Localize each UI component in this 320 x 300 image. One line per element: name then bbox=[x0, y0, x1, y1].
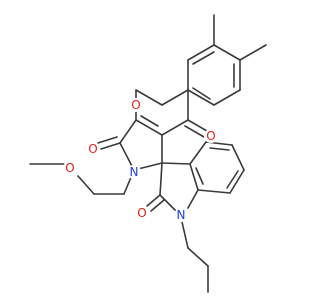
bond bbox=[192, 51, 215, 65]
bond bbox=[161, 89, 189, 106]
carbonyl-bond bbox=[97, 136, 118, 144]
lactam-oxygen-left-label: O bbox=[88, 142, 97, 156]
carbonyl-bond bbox=[100, 142, 121, 150]
bond bbox=[159, 194, 177, 212]
bond bbox=[195, 167, 204, 185]
atom-labels: O O O N O O N bbox=[63, 98, 218, 222]
molecule-canvas: O O O N O O N bbox=[29, 14, 267, 293]
bond bbox=[197, 189, 231, 194]
pyrrole-nitrogen: N bbox=[127, 165, 141, 179]
bond bbox=[213, 44, 241, 61]
indolinone-oxygen: O bbox=[135, 206, 149, 220]
bond bbox=[159, 162, 163, 196]
bond bbox=[209, 147, 230, 151]
pyrrole-nitrogen-label: N bbox=[130, 165, 139, 179]
bond bbox=[189, 163, 199, 191]
bond bbox=[135, 89, 163, 106]
methyl-bond bbox=[239, 44, 267, 61]
chain-bond bbox=[181, 221, 189, 249]
chain-bond bbox=[77, 175, 95, 195]
bond bbox=[140, 115, 159, 127]
bond bbox=[119, 119, 137, 144]
bond bbox=[229, 169, 245, 194]
ketone-oxygen-label: O bbox=[206, 129, 215, 143]
bond bbox=[213, 89, 241, 106]
bond bbox=[187, 44, 215, 61]
bond bbox=[135, 119, 163, 136]
indolinone-oxygen-label: O bbox=[137, 206, 146, 220]
ketone-oxygen: O bbox=[204, 129, 218, 143]
lactam-oxygen-left: O bbox=[86, 142, 100, 156]
indole-nitrogen: N bbox=[174, 208, 188, 222]
carbonyl-bond bbox=[146, 194, 161, 207]
ring-oxygen-label: O bbox=[131, 98, 140, 112]
bond bbox=[187, 89, 215, 106]
methoxy-oxygen-label: O bbox=[65, 161, 74, 175]
carbonyl-bond bbox=[184, 125, 205, 138]
methoxy-oxygen: O bbox=[63, 161, 77, 175]
bond bbox=[192, 87, 211, 100]
carbonyl-bond bbox=[187, 119, 208, 132]
bond bbox=[161, 119, 189, 136]
indole-nitrogen-label: N bbox=[177, 208, 186, 222]
bonds bbox=[29, 14, 267, 293]
bond bbox=[231, 144, 245, 171]
bond bbox=[187, 189, 199, 209]
chain-bond bbox=[187, 247, 209, 267]
bond bbox=[189, 141, 207, 165]
carbonyl-bond bbox=[150, 199, 165, 212]
bond bbox=[226, 170, 239, 189]
structure-diagram: O O O N O O N bbox=[29, 14, 267, 293]
bond bbox=[161, 162, 191, 165]
ring-oxygen: O bbox=[129, 98, 143, 112]
